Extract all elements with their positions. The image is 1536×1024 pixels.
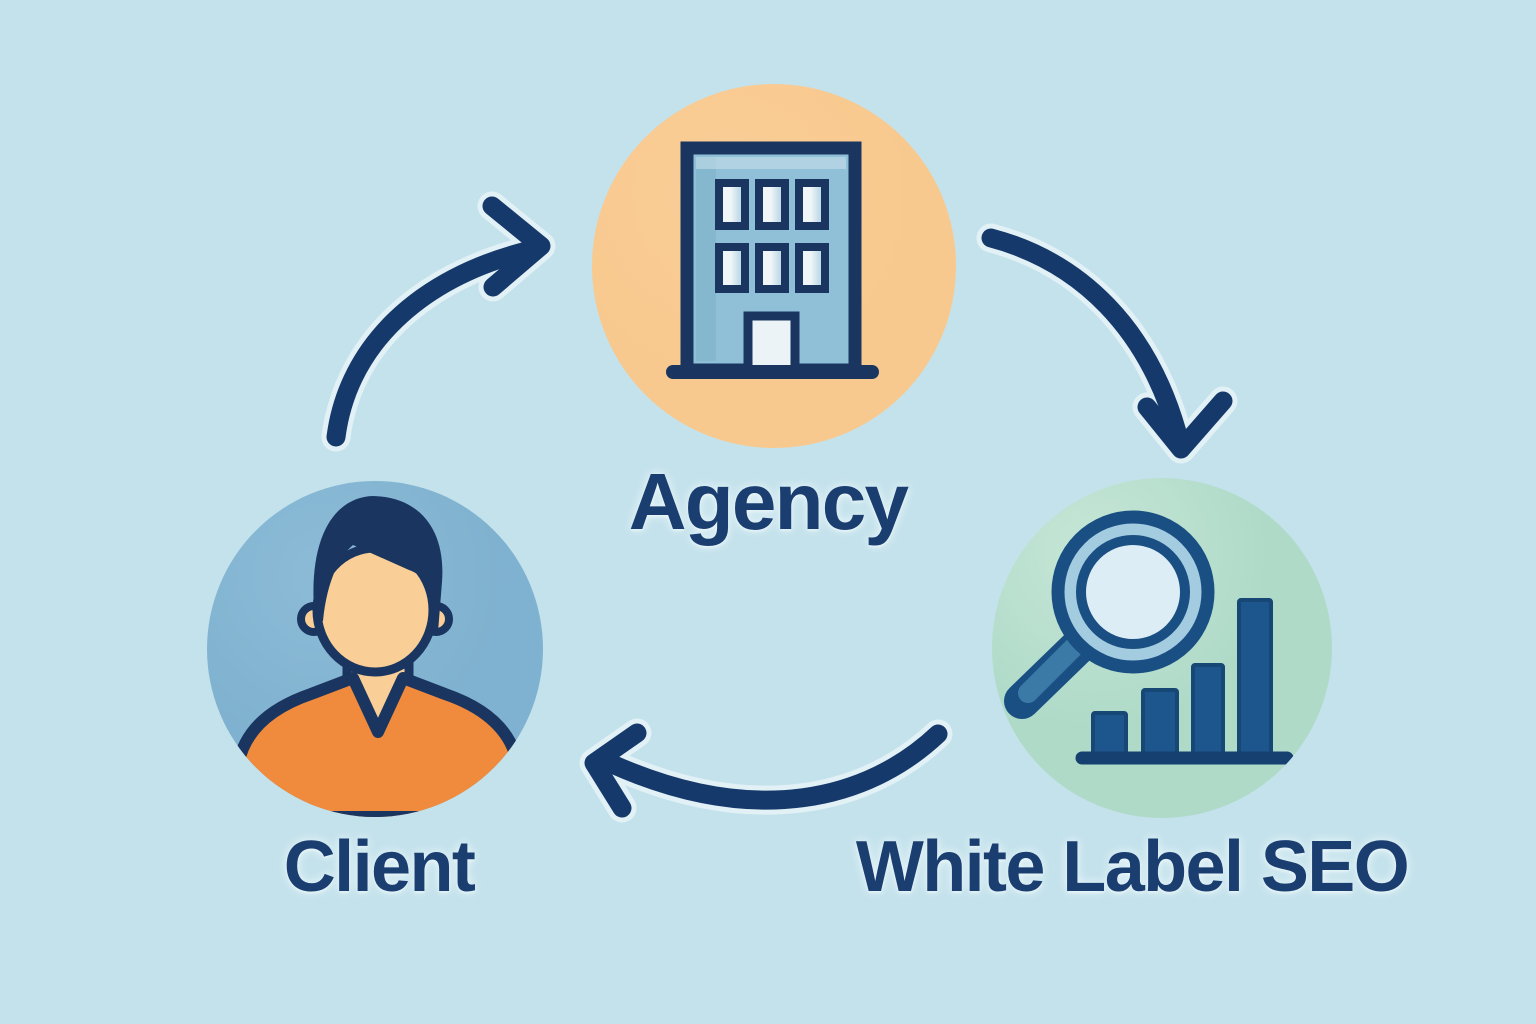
arrow-client-to-agency: [321, 191, 556, 452]
agency-node-circle: [592, 84, 956, 448]
bar-chart-icon: [1075, 598, 1294, 765]
arrow-agency-to-seo: [976, 223, 1238, 464]
person-icon: [229, 496, 527, 817]
building-icon: [666, 141, 879, 379]
agency-node-label: Agency: [628, 457, 909, 546]
client-node-label: Client: [283, 827, 476, 907]
seo-node-circle: [992, 478, 1332, 818]
magnifier-icon: [1004, 510, 1215, 719]
client-node-circle: [207, 481, 543, 817]
seo-node-label: White Label SEO: [855, 827, 1410, 907]
magnifier-bar-chart-icon: [1004, 510, 1294, 765]
arrow-seo-to-client: [579, 718, 953, 823]
